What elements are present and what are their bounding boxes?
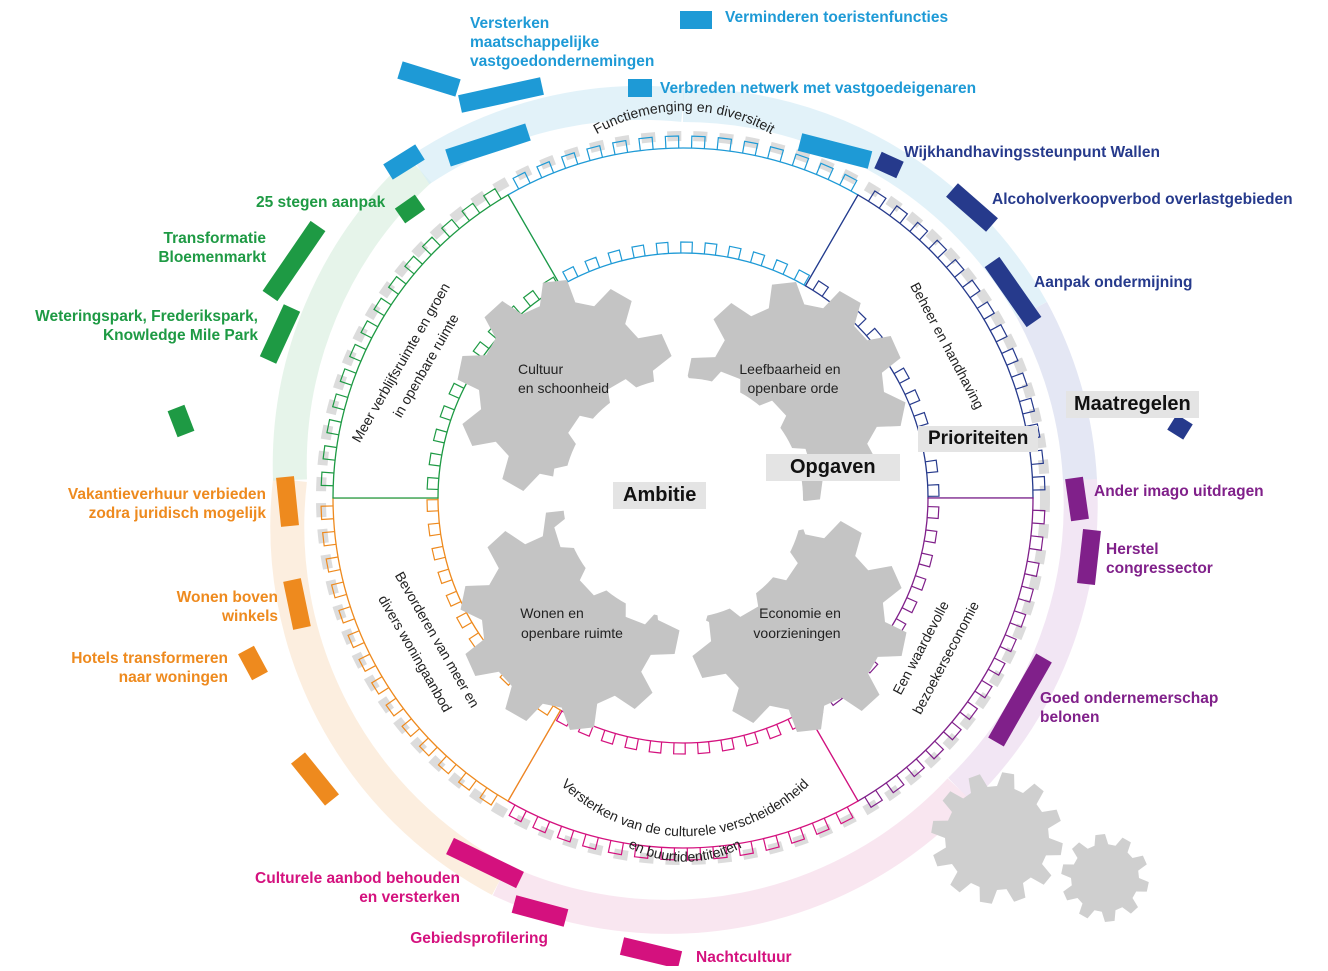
measure-parken: Weteringspark, Frederikspark, Knowledge …	[35, 307, 258, 345]
measure-bar	[946, 183, 998, 232]
measure-line: Vakantieverhuur verbieden	[67, 486, 266, 503]
measure-bar	[276, 476, 299, 527]
measure-line: belonen	[1040, 709, 1100, 726]
measure-bar	[291, 752, 339, 806]
measure-culturele-aanbod: Culturele aanbod behouden en versterken	[255, 869, 460, 907]
measure-ondernemerschap: Goed ondernemerschap belonen	[1040, 689, 1218, 727]
outer-gear-outline	[316, 131, 1050, 865]
measure-25-stegen: 25 stegen aanpak	[256, 193, 385, 212]
measure-bar	[619, 937, 683, 969]
measure-bar	[394, 194, 426, 224]
measure-ondermijning: Aanpak ondermijning	[1034, 273, 1192, 292]
measure-line: maatschappelijke	[470, 34, 600, 51]
measure-bloemenmarkt: Transformatie Bloemenmarkt	[158, 229, 266, 267]
small-gear-large	[931, 772, 1063, 904]
ambitie-label: Ambitie	[613, 482, 707, 509]
gear-label-economie-2: voorzieningen	[753, 625, 840, 641]
measure-bar	[511, 895, 569, 927]
measure-line: Weteringspark, Frederikspark,	[35, 308, 258, 325]
measure-congressector: Herstel congressector	[1106, 540, 1213, 578]
gear-label-cultuur-1: Cultuur	[518, 361, 563, 377]
measure-line: Wonen boven	[176, 589, 278, 606]
measure-alcoholverbod: Alcoholverkoopverbod overlastgebieden	[992, 190, 1293, 209]
measure-line: Aanpak ondermijning	[1034, 274, 1193, 291]
measure-line: Verminderen toeristenfuncties	[725, 9, 949, 26]
opgaven-label: Opgaven	[766, 454, 900, 481]
measure-verminderen-toeristen: Verminderen toeristenfuncties	[725, 8, 948, 27]
measure-line: Gebiedsprofilering	[410, 930, 548, 947]
measure-nachtcultuur: Nachtcultuur	[696, 948, 792, 967]
measure-vakantieverhuur: Vakantieverhuur verbieden zodra juridisc…	[68, 485, 266, 523]
gear-label-economie-1: Economie en	[759, 605, 841, 621]
measure-line: Versterken	[470, 15, 550, 32]
measure-bar	[397, 61, 461, 97]
gear-label-leefbaarheid-2: openbare orde	[747, 380, 838, 396]
measure-bar	[238, 645, 268, 681]
measure-line: congressector	[1106, 560, 1213, 577]
measure-line: en versterken	[359, 889, 460, 906]
gear-labels: Cultuur en schoonheid Leefbaarheid en op…	[518, 361, 841, 641]
measure-line: Transformatie	[163, 230, 266, 247]
measure-bar	[262, 220, 326, 302]
measure-bar	[446, 837, 524, 889]
maatregelen-label: Maatregelen	[1066, 391, 1199, 418]
measure-wonen-boven-winkels: Wonen boven winkels	[177, 588, 278, 626]
measure-line: Nachtcultuur	[696, 949, 792, 966]
measure-line: zodra juridisch mogelijk	[88, 505, 266, 522]
measure-line: Verbreden netwerk met vastgoedeigenaren	[660, 80, 977, 97]
measure-line: Hotels transformeren	[71, 650, 228, 667]
measure-line: 25 stegen aanpak	[256, 194, 386, 211]
measure-bar	[445, 123, 531, 167]
measure-bar	[283, 578, 311, 630]
measure-line: Goed ondernemerschap	[1040, 690, 1219, 707]
prioriteiten-label: Prioriteiten	[918, 426, 1039, 452]
gear-label-wonen-1: Wonen en	[520, 605, 584, 621]
measure-versterken-vastgoed: Versterken maatschappelijke vastgoedonde…	[470, 14, 654, 71]
decorative-gears	[931, 772, 1149, 922]
measure-bar	[984, 256, 1042, 328]
measure-wijkhandhaving: Wijkhandhavingssteunpunt Wallen	[904, 143, 1160, 162]
measure-bar	[458, 77, 544, 113]
measure-bar	[167, 404, 195, 438]
measure-hotels-transformeren: Hotels transformeren naar woningen	[71, 649, 228, 687]
measure-line: winkels	[222, 608, 278, 625]
measure-line: vastgoedondernemingen	[470, 53, 655, 70]
measure-line: Alcoholverkoopverbod overlastgebieden	[992, 191, 1293, 208]
sector-cultureel-teeth	[508, 710, 854, 861]
sector-functiemenging	[507, 147, 859, 287]
measure-line: Culturele aanbod behouden	[255, 870, 460, 887]
measure-bar	[874, 151, 904, 179]
measure-verbreden-netwerk: Verbreden netwerk met vastgoedeigenaren	[660, 79, 976, 98]
measure-line: naar woningen	[118, 669, 228, 686]
measure-bar	[383, 144, 425, 180]
sector-functiemenging-teeth	[512, 135, 858, 286]
measure-bars	[167, 11, 1193, 969]
measure-line: Knowledge Mile Park	[102, 327, 258, 344]
measure-bar	[1077, 529, 1101, 585]
measure-line: Ander imago uitdragen	[1094, 483, 1264, 500]
gear-label-cultuur-2: en schoonheid	[518, 380, 609, 396]
sector-woningaanbod-teeth	[320, 499, 554, 806]
measure-gebiedsprofilering: Gebiedsprofilering	[410, 929, 548, 948]
small-gear-small	[1061, 834, 1149, 922]
gear-label-leefbaarheid-1: Leefbaarheid en	[739, 361, 840, 377]
measure-ander-imago: Ander imago uitdragen	[1094, 482, 1264, 501]
measure-bar	[1167, 414, 1193, 440]
measure-line: Bloemenmarkt	[158, 249, 266, 266]
measure-bar	[1065, 476, 1089, 522]
measure-bar	[988, 653, 1052, 747]
gear-label-wonen-2: openbare ruimte	[521, 625, 623, 641]
measure-bar	[259, 304, 301, 364]
measure-line: Herstel	[1106, 541, 1159, 558]
sector-verblijfsruimte	[332, 194, 562, 499]
measure-line: Wijkhandhavingssteunpunt Wallen	[904, 144, 1160, 161]
measure-bar	[797, 133, 873, 169]
